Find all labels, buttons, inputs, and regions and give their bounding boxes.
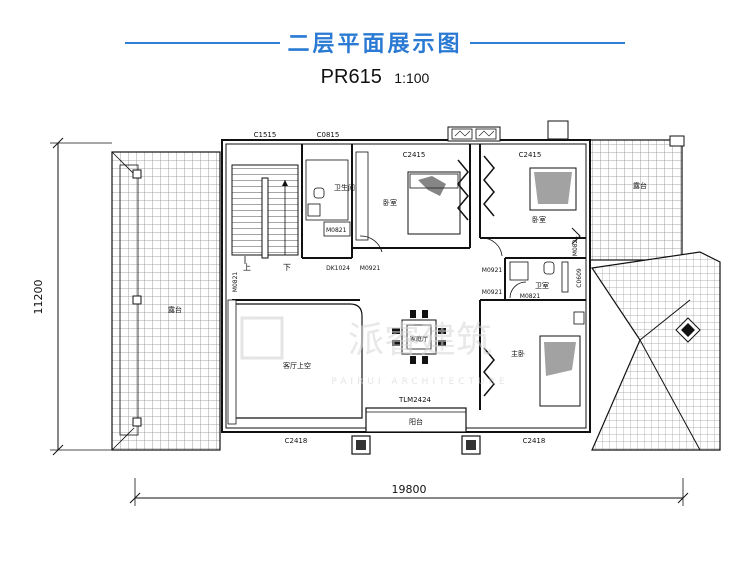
header: 二层平面展示图 PR615 1:100 <box>0 0 750 100</box>
window-c0815: C0815 <box>317 131 340 139</box>
window-c2418-b: C2418 <box>523 437 546 445</box>
bathroom-b <box>509 261 569 299</box>
bedroom-a-label: 卧室 <box>383 198 397 207</box>
living-void-label: 客厅上空 <box>283 361 311 370</box>
dimension-height-label: 11200 <box>32 280 45 315</box>
living-void <box>227 299 363 425</box>
watermark-en: PAIRUI ARCHITECTURE <box>331 377 508 387</box>
terrace-right <box>547 120 685 261</box>
terrace-right-label: 露台 <box>633 181 647 190</box>
door-m0821-b: M0821 <box>326 227 347 234</box>
watermark: 派睿建筑 PAIRUI ARCHITECTURE <box>240 316 508 387</box>
exterior-walls <box>221 139 591 433</box>
dimension-width-label: 19800 <box>392 483 427 496</box>
master-bedroom <box>483 311 585 407</box>
door-dk1024: DK1024 <box>326 265 350 272</box>
family-room-table <box>392 310 446 364</box>
master-bedroom-label: 主卧 <box>511 349 525 358</box>
dimension-horizontal <box>129 478 689 506</box>
door-tlm2424: TLM2424 <box>398 396 432 404</box>
staircase <box>231 164 299 264</box>
watermark-cn: 派睿建筑 <box>348 320 492 361</box>
plan-code: PR615 <box>320 66 382 88</box>
terrace-left <box>111 151 221 451</box>
door-m0921-a: M0921 <box>360 265 381 272</box>
bathroom <box>305 159 351 237</box>
door-m0821-a: M0821 <box>232 272 239 293</box>
window-c2418-a: C2418 <box>285 437 308 445</box>
bathroom-label: 卫生间 <box>334 183 355 192</box>
balcony-label: 阳台 <box>409 417 423 426</box>
dimension-vertical <box>50 137 112 456</box>
window-c0609: C0609 <box>576 268 583 288</box>
title-rule-right <box>470 42 625 44</box>
terrace-left-label: 露台 <box>168 305 182 314</box>
bathroom-b-label: 卫室 <box>535 281 549 290</box>
door-m0821-c: M0821 <box>572 236 579 257</box>
interior-walls <box>232 144 586 410</box>
bedroom-b-label: 卧室 <box>532 215 546 224</box>
bedroom-a <box>355 151 469 253</box>
stair-down-label: 下 <box>283 263 291 272</box>
balcony <box>351 407 481 455</box>
plan-scale: 1:100 <box>394 70 430 86</box>
window-c2415-a: C2415 <box>403 151 426 159</box>
ac-units <box>447 126 501 142</box>
page-title: 二层平面展示图 <box>287 32 463 57</box>
window-c1515: C1515 <box>254 131 277 139</box>
family-room-label: 家庭厅 <box>410 335 428 343</box>
roof-right <box>590 251 721 451</box>
door-m0921-c: M0921 <box>482 289 503 296</box>
door-m0921-b: M0921 <box>482 267 503 274</box>
plan-subtitle: PR615 1:100 <box>300 66 450 89</box>
stair-up-label: 上 <box>243 263 251 272</box>
door-m0821-d: M0821 <box>520 293 541 300</box>
window-c2415-b: C2415 <box>519 151 542 159</box>
title-rule-left <box>125 42 280 44</box>
bedroom-b <box>481 155 581 257</box>
